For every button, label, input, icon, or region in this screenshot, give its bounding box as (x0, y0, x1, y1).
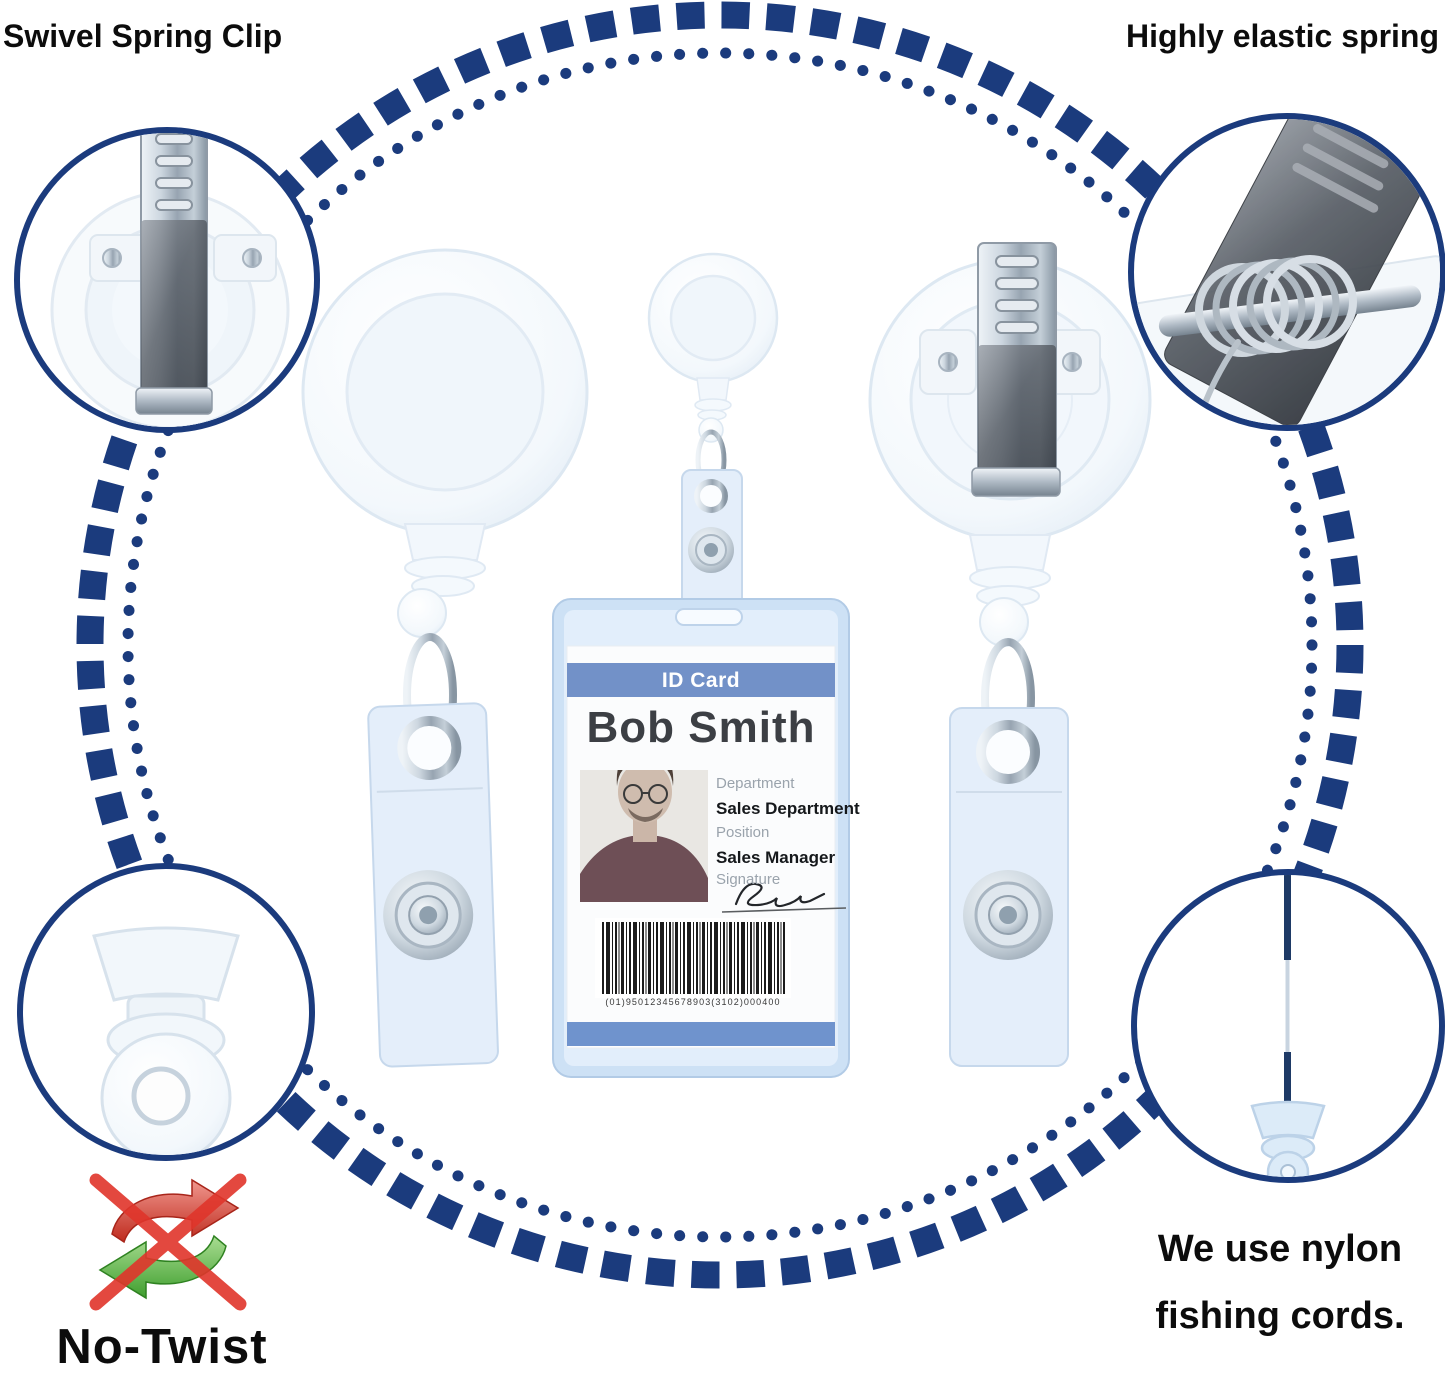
badge-reel-small-on-card (647, 252, 779, 621)
spring-coil-icon (1195, 255, 1357, 425)
card-footer-band (567, 1022, 835, 1046)
inner-dot-ring-icon (122, 47, 1318, 1243)
callout-swivel-clip (14, 127, 320, 433)
callout-spring-closeup (1128, 113, 1445, 431)
strap-grommet-icon (397, 715, 462, 780)
strap-grommet-icon (694, 479, 728, 513)
barcode-icon (595, 918, 791, 998)
callout-swivel-connector (17, 863, 315, 1161)
field-position-label: Position (716, 824, 770, 841)
dotted-rings (76, 1, 1364, 1289)
outer-square-dash-ring-icon (76, 1, 1364, 1289)
strap-grommet-icon (976, 720, 1040, 784)
callout-nylon-cord (1131, 869, 1445, 1183)
portrait-photo (580, 770, 708, 902)
id-card-header: ID Card (661, 669, 741, 692)
nylon-cord-icon (1250, 875, 1326, 1177)
vinyl-strap (367, 702, 499, 1068)
snap-button-icon (383, 870, 474, 961)
label-highly-elastic-spring: Highly elastic spring (1126, 18, 1439, 54)
badge-reel-back-view (868, 242, 1152, 1067)
badge-reel-front-view (301, 248, 589, 1068)
label-nylon-line2: fishing cords. (1155, 1295, 1405, 1337)
vinyl-strap (949, 707, 1069, 1067)
barcode-text: (01)95012345678903(3102)000400 (605, 997, 781, 1007)
metal-clip-icon (135, 133, 213, 415)
label-nylon-line1: We use nylon (1157, 1228, 1403, 1270)
field-department-value: Sales Department (716, 799, 860, 818)
label-swivel-spring-clip: Swivel Spring Clip (3, 18, 283, 54)
field-position-value: Sales Manager (716, 848, 836, 867)
field-signature-label: Signature (716, 871, 781, 888)
card-header-band (567, 663, 835, 697)
no-twist-arrows-icon (89, 1173, 247, 1311)
snap-button-icon (963, 870, 1053, 960)
label-no-twist: No-Twist (56, 1320, 268, 1374)
swivel-ball (397, 588, 447, 638)
field-department-label: Department (716, 775, 795, 792)
swivel-connector-icon (92, 926, 240, 1155)
id-card-name: Bob Smith (586, 703, 816, 752)
vinyl-strap (681, 469, 743, 621)
id-card-holder (552, 598, 850, 1078)
signature-scribble (721, 882, 847, 913)
id-card (566, 645, 847, 1049)
holder-slot (675, 608, 743, 626)
snap-button-icon (688, 527, 734, 573)
metal-clip-icon (971, 242, 1061, 497)
